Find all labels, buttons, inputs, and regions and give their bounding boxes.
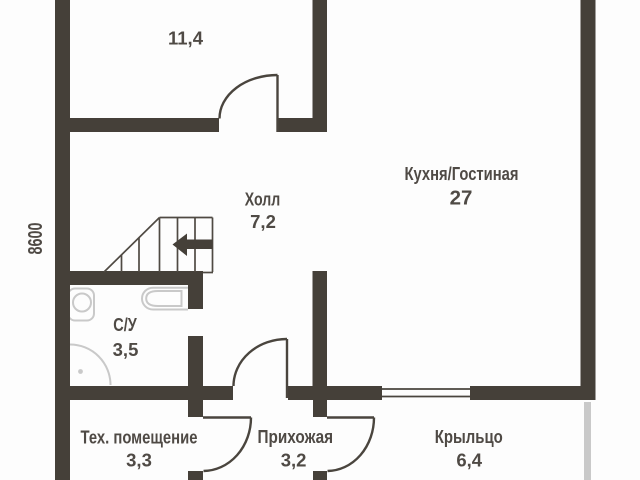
svg-text:11,4: 11,4 [168,28,204,49]
svg-text:Прихожая: Прихожая [258,426,334,447]
svg-text:С/У: С/У [113,314,137,335]
svg-text:Холл: Холл [245,189,281,210]
svg-text:27: 27 [450,187,473,210]
svg-text:Кухня/Гостиная: Кухня/Гостиная [405,163,519,184]
svg-text:7,2: 7,2 [250,211,276,232]
svg-text:6,4: 6,4 [456,450,482,471]
svg-text:8600: 8600 [25,223,47,255]
svg-text:Тех. помещение: Тех. помещение [81,427,198,448]
svg-text:3,2: 3,2 [281,450,307,471]
svg-text:Крыльцо: Крыльцо [435,426,503,447]
svg-text:3,3: 3,3 [126,450,152,471]
svg-text:3,5: 3,5 [113,339,139,360]
